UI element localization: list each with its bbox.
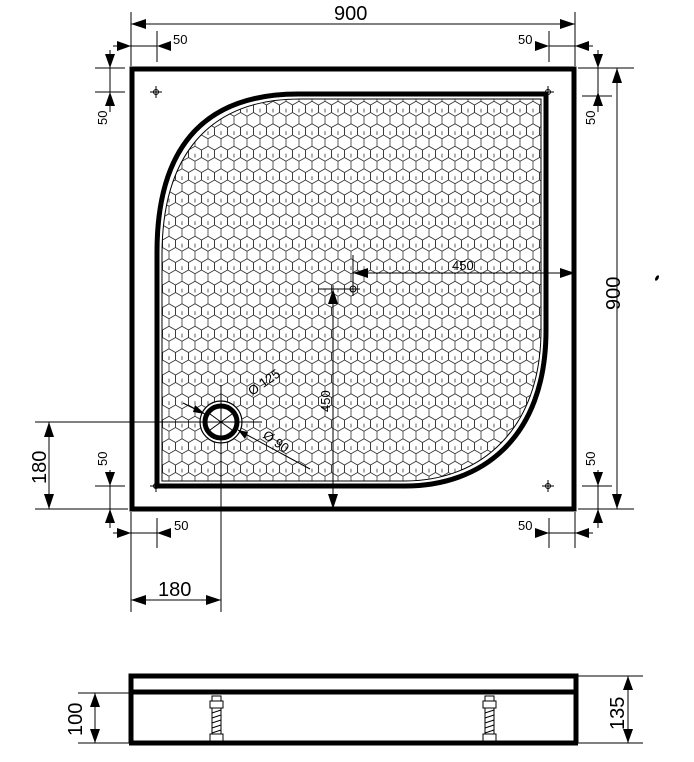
svg-text:50: 50: [518, 518, 532, 533]
center-horizontal-dimension: 450: [452, 258, 474, 273]
dimension-total-height: 135: [578, 675, 643, 744]
crosshair-icon: [150, 86, 162, 98]
drain-icon: [180, 385, 262, 612]
svg-text:50: 50: [173, 32, 187, 47]
center-vertical-dimension: 450: [318, 390, 333, 412]
svg-text:900: 900: [603, 277, 625, 310]
elevation-view: 100 135: [65, 673, 643, 746]
crosshair-icon: [150, 480, 162, 492]
tray-outer-outline: [129, 66, 577, 512]
dimension-right-bottom-offset: 50: [582, 452, 612, 528]
tray-inner-thin-outline: [161, 98, 542, 482]
svg-text:50: 50: [174, 518, 188, 533]
dimension-bottom-left-offset: 50: [113, 512, 188, 612]
dimension-base-height: 100: [65, 692, 129, 744]
adjustable-leg-icon: [209, 695, 224, 742]
plan-view: Ø 125 Ø 90 450 450: [129, 66, 577, 612]
svg-text:50: 50: [95, 111, 110, 125]
dimension-drain-from-left: 180: [131, 579, 221, 605]
dimension-overall-width: 900: [130, 3, 576, 66]
svg-text:50: 50: [583, 111, 598, 125]
dimension-top-right-offset: 50: [518, 31, 593, 62]
center-crosshair-icon: [318, 255, 360, 296]
dimension-right-top-offset: 50: [582, 50, 612, 125]
dimension-bottom-right-offset: 50: [518, 512, 593, 548]
svg-text:180: 180: [158, 579, 191, 601]
svg-text:50: 50: [583, 452, 598, 466]
adjustable-leg-icon: [482, 695, 497, 742]
svg-text:900: 900: [334, 3, 367, 25]
crosshair-icon: [542, 480, 554, 492]
dimension-left-bottom-offset: 50: [95, 452, 125, 528]
svg-text:180: 180: [29, 451, 51, 484]
dimension-left-top-offset: 50: [95, 50, 125, 125]
dimension-overall-depth: 900: [578, 67, 634, 510]
tray-slab: [128, 673, 579, 695]
svg-text:50: 50: [518, 32, 532, 47]
svg-text:135: 135: [607, 697, 629, 730]
svg-text:100: 100: [65, 703, 87, 736]
dimension-drain-from-bottom: 180: [29, 421, 200, 510]
stray-mark: [655, 275, 659, 281]
svg-text:50: 50: [95, 452, 110, 466]
crosshair-icon: [542, 86, 554, 98]
dimension-top-left-offset: 50: [113, 31, 187, 62]
